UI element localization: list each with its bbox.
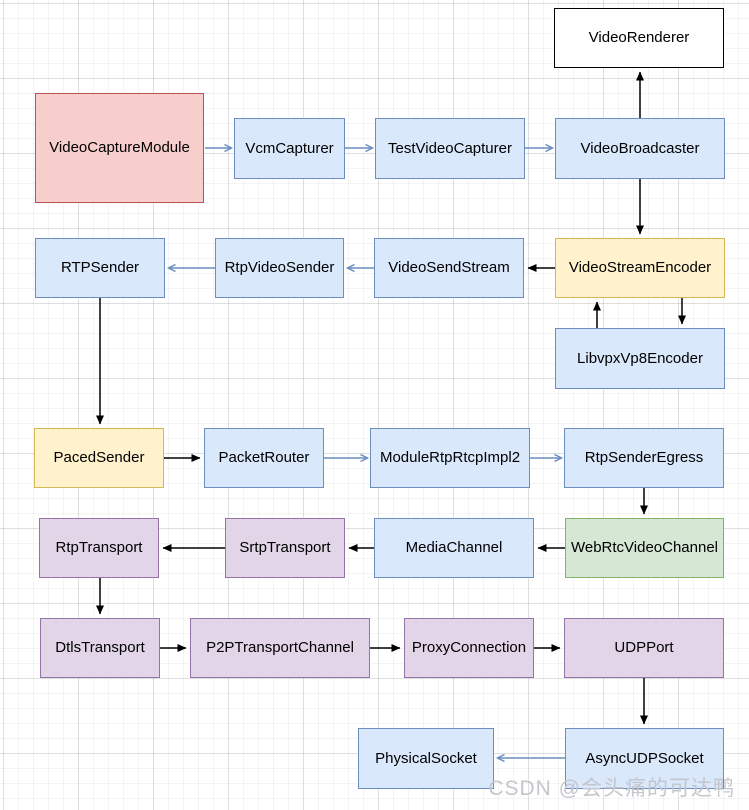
node-physicalsocket: PhysicalSocket: [358, 728, 494, 789]
node-videostreamencoder: VideoStreamEncoder: [555, 238, 725, 298]
node-packetrouter: PacketRouter: [204, 428, 324, 488]
node-videobroadcaster: VideoBroadcaster: [555, 118, 725, 179]
node-rtpsenderegress: RtpSenderEgress: [564, 428, 724, 488]
node-label: RtpTransport: [55, 539, 143, 557]
node-label: PacedSender: [53, 449, 145, 467]
node-rtptransport: RtpTransport: [39, 518, 159, 578]
node-label: AsyncUDPSocket: [585, 749, 704, 767]
node-label: RTPSender: [60, 259, 140, 277]
node-label: UDPPort: [614, 639, 674, 657]
node-proxyconnection: ProxyConnection: [404, 618, 534, 678]
node-label: LibvpxVp8Encoder: [577, 349, 703, 367]
node-label: DtlsTransport: [55, 639, 145, 657]
node-asyncudpsocket: AsyncUDPSocket: [565, 728, 724, 789]
node-label: PacketRouter: [218, 449, 310, 467]
node-label: ProxyConnection: [411, 639, 527, 657]
node-p2ptransportchannel: P2PTransportChannel: [190, 618, 370, 678]
node-udpport: UDPPort: [564, 618, 724, 678]
node-webrtcvideochannel: WebRtcVideoChannel: [565, 518, 724, 578]
node-label: WebRtcVideoChannel: [570, 539, 719, 557]
node-srtptransport: SrtpTransport: [225, 518, 345, 578]
node-videorenderer: VideoRenderer: [554, 8, 724, 68]
node-rtpsender: RTPSender: [35, 238, 165, 298]
node-libvpxvp8encoder: LibvpxVp8Encoder: [555, 328, 725, 389]
node-mediachannel: MediaChannel: [374, 518, 534, 578]
node-label: SrtpTransport: [239, 539, 331, 557]
csdn-watermark: CSDN @会头痛的可达鸭: [488, 777, 735, 800]
node-label: MediaChannel: [405, 539, 503, 557]
node-label: TestVideoCapturer: [388, 139, 512, 157]
node-label: VideoRenderer: [588, 29, 690, 47]
node-label: VideoSendStream: [388, 259, 510, 277]
node-label: PhysicalSocket: [375, 749, 477, 767]
node-label: RtpVideoSender: [224, 259, 335, 277]
node-videosendstream: VideoSendStream: [374, 238, 524, 298]
node-label: RtpSenderEgress: [584, 449, 704, 467]
node-dtlstransport: DtlsTransport: [40, 618, 160, 678]
node-vcmcapturer: VcmCapturer: [234, 118, 345, 179]
node-label: ModuleRtpRtcpImpl2: [379, 449, 521, 467]
node-label: VideoCaptureModule: [49, 139, 190, 157]
node-label: VcmCapturer: [245, 139, 334, 157]
node-modulertprtcpimpl2: ModuleRtpRtcpImpl2: [370, 428, 530, 488]
node-pacedsender: PacedSender: [34, 428, 164, 488]
node-label: VideoBroadcaster: [580, 139, 700, 157]
node-testvideocapturer: TestVideoCapturer: [375, 118, 525, 179]
node-rtpvideosender: RtpVideoSender: [215, 238, 344, 298]
node-label: VideoStreamEncoder: [568, 259, 712, 277]
node-videocapturemodule: VideoCaptureModule: [35, 93, 204, 203]
node-label: P2PTransportChannel: [206, 639, 354, 657]
